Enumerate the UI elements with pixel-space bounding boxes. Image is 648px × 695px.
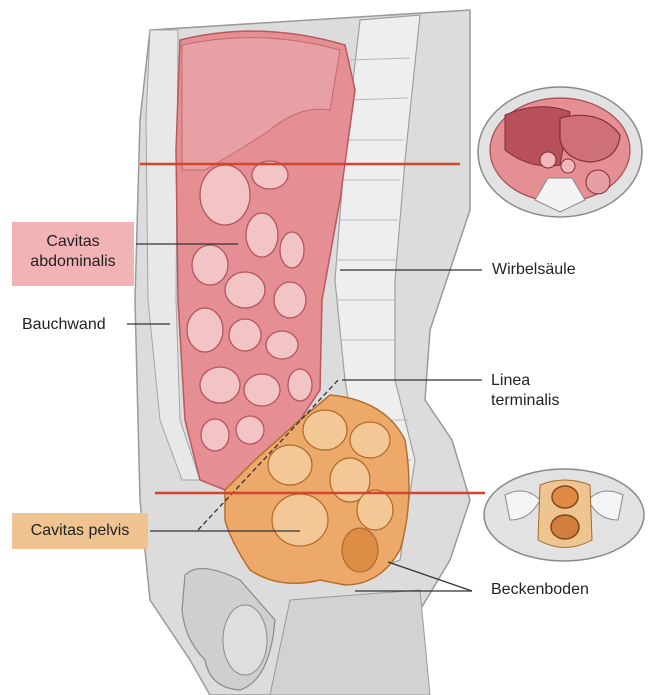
thigh [270,590,430,695]
beckenboden-label: Beckenboden [491,580,589,600]
wirbelsaeule-label: Wirbelsäule [492,260,576,280]
cavitas-abdominalis-label: Cavitas abdominalis [12,222,134,286]
cavitas-pelvis-label: Cavitas pelvis [12,513,148,549]
upper-cross-section [478,87,642,217]
testis [223,605,267,675]
linea-terminalis-label: Linea terminalis [491,371,601,411]
bauchwand-label: Bauchwand [22,315,106,335]
lower-cross-section [484,469,644,561]
